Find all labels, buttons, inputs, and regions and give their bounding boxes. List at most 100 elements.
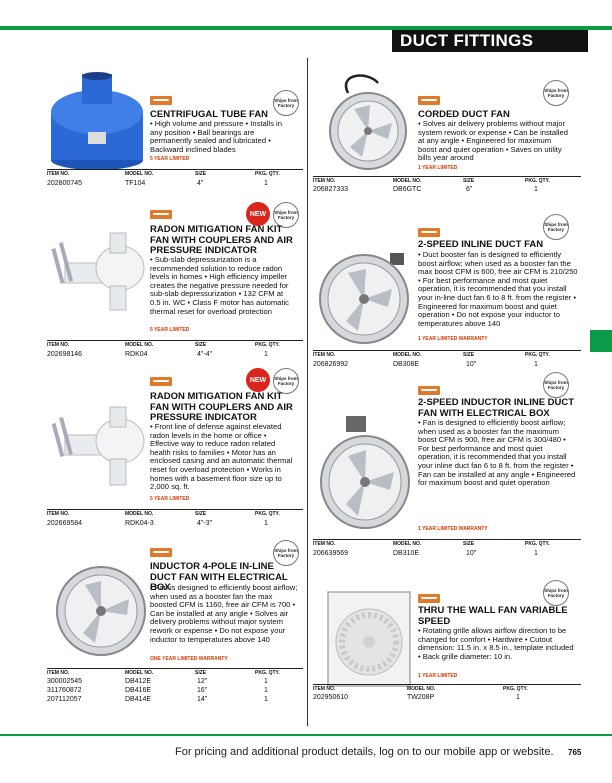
cell-item-no: 202800745 — [47, 180, 83, 187]
table-rule — [313, 176, 581, 177]
brand-logo — [418, 96, 440, 105]
product-title: 2-SPEED INLINE DUCT FAN — [418, 239, 544, 250]
product-title: 2-SPEED INDUCTOR INLINE DUCT FAN WITH EL… — [418, 397, 575, 419]
ships-from-factory-badge: Ships from Factory — [273, 90, 299, 116]
cell-model-no: DB414E — [125, 696, 152, 703]
ships-from-factory-badge: Ships from Factory — [543, 214, 569, 240]
cell-model-no: DB6GTC — [393, 186, 422, 193]
header-pkg-qty: PKG. QTY. — [255, 342, 280, 348]
cell-size: 4" — [197, 180, 204, 187]
product-title: CENTRIFUGAL TUBE FAN — [150, 109, 269, 120]
cell-pkg-qty: 1 — [264, 678, 268, 685]
header-item-no: ITEM NO. — [313, 352, 336, 358]
header-item-no: ITEM NO. — [47, 342, 70, 348]
warranty-label: 5 YEAR LIMITED — [150, 156, 190, 162]
ships-from-factory-badge: Ships from Factory — [543, 580, 569, 606]
cell-pkg-qty: 1 — [264, 180, 268, 187]
section-tab-marker — [590, 330, 612, 352]
spec-table: ITEM NO. MODEL NO. SIZE PKG. QTY. 202669… — [47, 511, 303, 531]
cell-item-no: 311760872 — [47, 687, 82, 694]
inductor-inline-duct-fan-image — [320, 416, 410, 529]
spec-table: ITEM NO. MODEL NO. SIZE PKG. QTY. 202800… — [47, 171, 303, 191]
inline-duct-fan-image — [319, 253, 409, 344]
header-size: SIZE — [195, 511, 207, 517]
cell-model-no: DB308E — [393, 361, 420, 368]
top-green-rule — [0, 26, 612, 30]
section-title: DUCT FITTINGS — [392, 30, 588, 52]
header-item-no: ITEM NO. — [313, 686, 336, 692]
table-rule — [313, 350, 581, 351]
table-rule — [47, 340, 303, 341]
brand-logo — [418, 386, 440, 395]
spec-table: ITEM NO. MODEL NO. SIZE PKG. QTY. 206827… — [313, 178, 581, 198]
header-size: SIZE — [195, 670, 207, 676]
product-title: THRU THE WALL FAN VARIABLE SPEED — [418, 605, 568, 627]
brand-logo — [150, 210, 172, 219]
cell-pkg-qty: 1 — [516, 694, 520, 701]
header-item-no: ITEM NO. — [47, 511, 70, 517]
cell-size: 6" — [466, 186, 473, 193]
header-size: SIZE — [195, 342, 207, 348]
new-badge: NEW — [246, 202, 270, 226]
table-rule — [47, 668, 303, 669]
warranty-label: 1 YEAR LIMITED WARRANTY — [418, 526, 488, 532]
table-rule — [313, 684, 581, 685]
cell-pkg-qty: 1 — [264, 696, 268, 703]
footer-note: For pricing and additional product detai… — [175, 746, 554, 758]
cell-model-no: RDK04 — [125, 351, 148, 358]
cell-item-no: 202950610 — [313, 694, 349, 701]
ships-from-factory-badge: Ships from Factory — [543, 80, 569, 106]
thru-wall-fan-image — [327, 591, 411, 687]
brand-logo — [150, 548, 172, 557]
header-item-no: ITEM NO. — [313, 178, 336, 184]
cell-item-no: 202669584 — [47, 520, 83, 527]
product-description: • Front line of defense against elevated… — [150, 422, 293, 492]
header-model-no: MODEL NO. — [125, 511, 154, 517]
warranty-label: 1 YEAR LIMITED WARRANTY — [418, 336, 488, 342]
header-model-no: MODEL NO. — [125, 342, 154, 348]
header-size: SIZE — [463, 178, 475, 184]
radon-fan-kit-image — [51, 406, 145, 486]
product-title: INDUCTOR 4-POLE IN-LINE DUCT FAN WITH EL… — [150, 561, 288, 593]
ships-from-factory-badge: Ships from Factory — [273, 368, 299, 394]
cell-size: 4"-3" — [197, 520, 213, 527]
header-model-no: MODEL NO. — [393, 541, 422, 547]
brand-logo — [150, 377, 172, 386]
cell-pkg-qty: 1 — [534, 550, 538, 557]
centrifugal-tube-fan-image — [51, 72, 143, 170]
cell-pkg-qty: 1 — [264, 520, 268, 527]
warranty-label: 5 YEAR LIMITED — [150, 496, 190, 502]
header-model-no: MODEL NO. — [125, 171, 154, 177]
cell-item-no: 300002545 — [47, 678, 83, 685]
cell-model-no: RDK04-3 — [125, 520, 154, 527]
brand-logo — [418, 594, 440, 603]
spec-table: ITEM NO. MODEL NO. SIZE PKG. QTY. 202698… — [47, 342, 303, 362]
product-description: • Fan is designed to efficiently boost a… — [150, 583, 298, 644]
cell-model-no: TW208P — [407, 694, 435, 701]
cell-model-no: DB416E — [125, 687, 152, 694]
ships-from-factory-badge: Ships from Factory — [273, 202, 299, 228]
table-rule — [47, 509, 303, 510]
new-badge: NEW — [246, 368, 270, 392]
product-title: RADON MITIGATION FAN KIT FAN WITH COUPLE… — [150, 391, 293, 423]
header-item-no: ITEM NO. — [47, 171, 70, 177]
column-divider — [307, 58, 308, 726]
header-model-no: MODEL NO. — [407, 686, 436, 692]
warranty-label: 1 YEAR LIMITED — [418, 165, 458, 171]
brand-logo — [418, 228, 440, 237]
radon-fan-kit-image — [51, 232, 145, 311]
header-size: SIZE — [195, 171, 207, 177]
ships-from-factory-badge: Ships from Factory — [543, 372, 569, 398]
inductor-duct-fan-image — [56, 566, 146, 656]
product-description: • Duct booster fan is designed to effici… — [418, 250, 578, 328]
cell-size: 16" — [197, 687, 208, 694]
header-pkg-qty: PKG. QTY. — [525, 541, 550, 547]
warranty-label: 1 YEAR LIMITED — [418, 673, 458, 679]
page-number: 765 — [568, 748, 582, 757]
spec-table: ITEM NO. MODEL NO. SIZE PKG. QTY. 206639… — [313, 541, 581, 561]
header-item-no: ITEM NO. — [47, 670, 70, 676]
header-pkg-qty: PKG. QTY. — [255, 171, 280, 177]
cell-model-no: DB310E — [393, 550, 420, 557]
header-pkg-qty: PKG. QTY. — [525, 352, 550, 358]
cell-model-no: TF104 — [125, 180, 146, 187]
